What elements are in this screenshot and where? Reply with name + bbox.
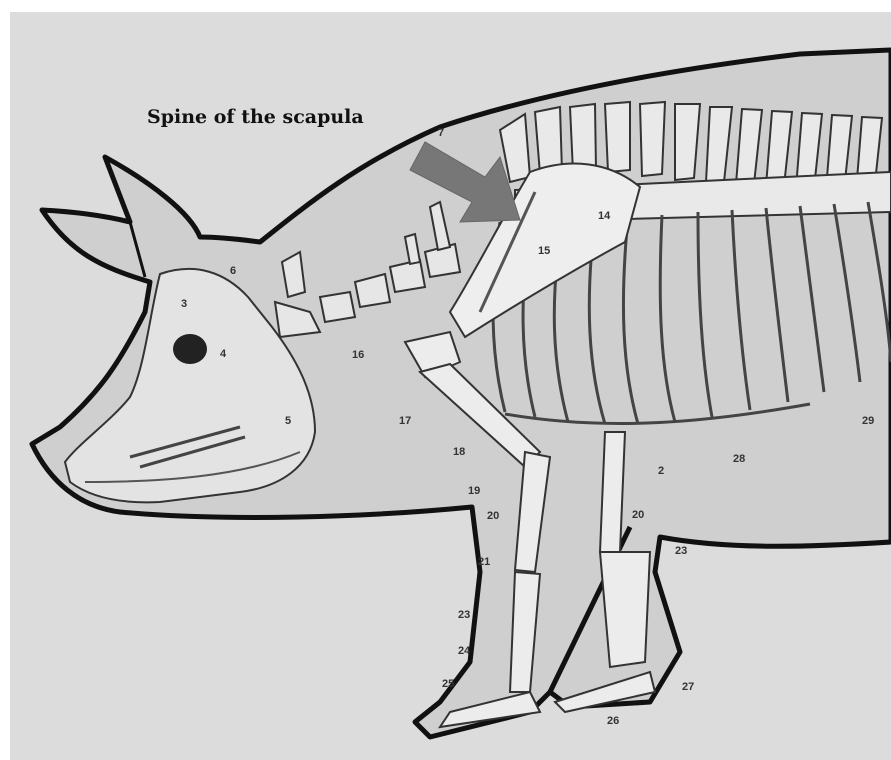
label-15: 15 [538, 245, 550, 257]
label-17: 17 [399, 415, 411, 427]
label-3: 3 [181, 298, 187, 310]
eye-orbit [173, 334, 207, 364]
label-19: 19 [468, 485, 480, 497]
label-21: 21 [478, 556, 490, 568]
label-2: 2 [658, 465, 664, 477]
label-20b: 20 [632, 509, 644, 521]
label-6: 6 [230, 265, 236, 277]
label-7: 7 [438, 127, 444, 139]
label-16: 16 [352, 349, 364, 361]
label-25: 25 [442, 678, 454, 690]
label-27: 27 [682, 681, 694, 693]
label-24: 24 [458, 645, 471, 657]
label-23a: 23 [458, 609, 470, 621]
pig-skeleton-figure: 3 4 5 6 7 14 15 16 17 18 19 20 20 21 2 2… [10, 12, 891, 760]
label-18: 18 [453, 446, 465, 458]
label-20a: 20 [487, 510, 499, 522]
figure-title: Spine of the scapula [147, 106, 364, 128]
label-23b: 23 [675, 545, 687, 557]
label-4: 4 [220, 348, 227, 360]
label-29: 29 [862, 415, 874, 427]
pig-skeleton-svg: 3 4 5 6 7 14 15 16 17 18 19 20 20 21 2 2… [10, 12, 891, 760]
label-28: 28 [733, 453, 745, 465]
label-5: 5 [285, 415, 291, 427]
label-14: 14 [598, 210, 611, 222]
label-26: 26 [607, 715, 619, 727]
